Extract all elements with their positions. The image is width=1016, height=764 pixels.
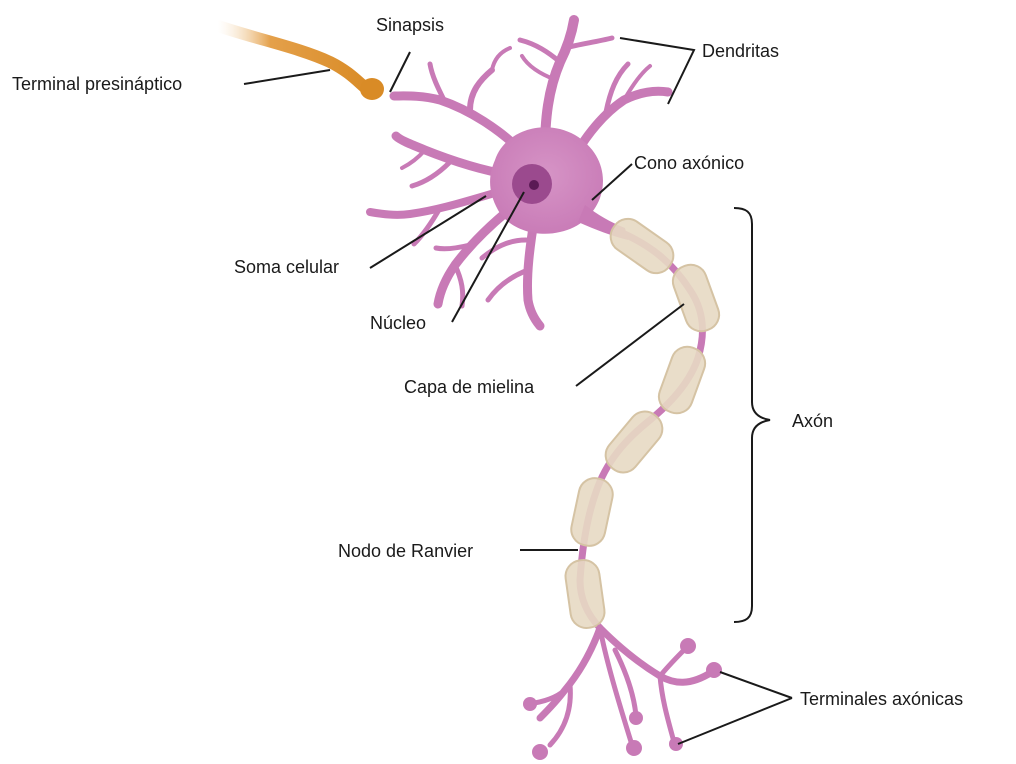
label-terminal-presinaptico: Terminal presináptico	[12, 75, 182, 93]
label-capa-mielina: Capa de mielina	[404, 378, 534, 396]
presynaptic-terminal	[218, 26, 384, 100]
myelin-segment	[668, 260, 723, 336]
label-dendritas: Dendritas	[702, 42, 779, 60]
label-soma-celular: Soma celular	[234, 258, 339, 276]
myelin-sheath	[563, 213, 723, 630]
soma	[490, 127, 628, 240]
nucleus	[512, 164, 552, 204]
label-nodo-ranvier: Nodo de Ranvier	[338, 542, 473, 560]
myelin-segment	[563, 558, 606, 630]
label-sinapsis: Sinapsis	[376, 16, 444, 34]
label-nucleo: Núcleo	[370, 314, 426, 332]
leader-sinapsis	[390, 52, 410, 92]
leader-terminal-presinaptico	[244, 70, 330, 84]
leader-terminales-axonicas-1	[720, 672, 792, 698]
myelin-segment	[568, 475, 615, 549]
label-axon: Axón	[792, 412, 833, 430]
label-terminales-axonicas: Terminales axónicas	[800, 690, 963, 708]
label-cono-axonico: Cono axónico	[634, 154, 744, 172]
leader-terminales-axonicas-2	[678, 698, 792, 744]
myelin-segment	[654, 342, 709, 418]
myelin-segment	[604, 213, 679, 280]
axon-bracket	[734, 208, 770, 622]
